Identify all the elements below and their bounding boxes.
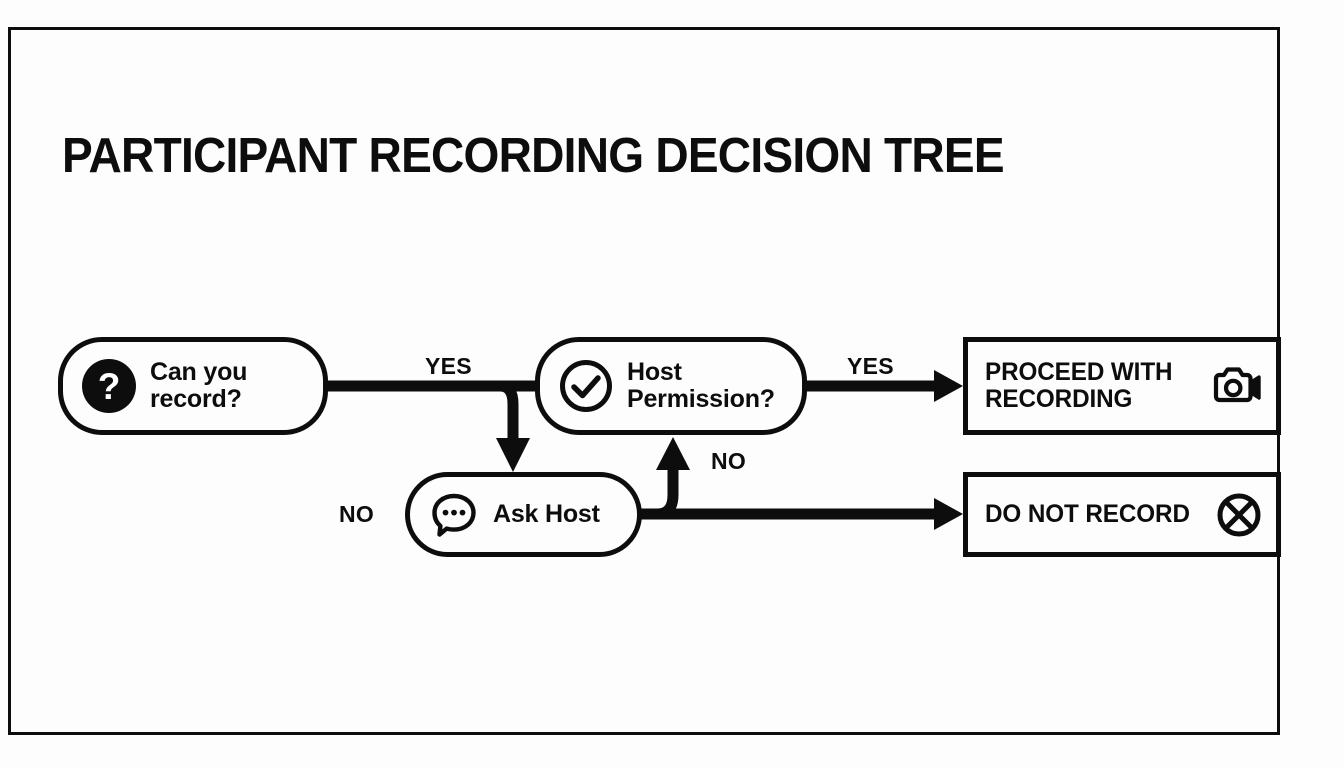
node-label-line1: Ask Host bbox=[493, 500, 600, 528]
node-label-line1: DO NOT RECORD bbox=[985, 500, 1190, 528]
node-label-line1: PROCEED WITH bbox=[985, 358, 1173, 386]
page-title: PARTICIPANT RECORDING DECISION TREE bbox=[62, 129, 1005, 183]
video-camera-icon bbox=[1212, 365, 1262, 407]
edge-label-yes-2: YES bbox=[847, 353, 894, 379]
node-host-permission[interactable]: Host Permission? bbox=[535, 337, 807, 435]
node-label: Ask Host bbox=[493, 501, 600, 528]
node-label-line2: record? bbox=[150, 385, 242, 413]
edge-label-no-2: NO bbox=[711, 448, 747, 474]
svg-text:?: ? bbox=[98, 366, 121, 407]
node-label: Can you record? bbox=[150, 359, 247, 413]
edge-ask-host-to-do-not-record bbox=[640, 498, 963, 530]
check-circle-icon bbox=[558, 358, 614, 414]
node-label: DO NOT RECORD bbox=[985, 501, 1190, 528]
node-label: PROCEED WITH RECORDING bbox=[985, 358, 1173, 413]
node-do-not-record[interactable]: DO NOT RECORD bbox=[963, 472, 1281, 557]
node-label-line1: Host bbox=[627, 358, 682, 386]
node-label-line2: RECORDING bbox=[985, 385, 1133, 413]
question-mark-circle-icon: ? bbox=[81, 358, 137, 414]
edge-no-can-record-to-ask-host bbox=[470, 380, 530, 472]
circle-x-icon bbox=[1216, 492, 1262, 538]
node-ask-host[interactable]: Ask Host bbox=[405, 472, 642, 557]
edge-label-yes-1: YES bbox=[425, 353, 472, 379]
node-proceed-with-recording[interactable]: PROCEED WITH RECORDING bbox=[963, 337, 1281, 435]
edge-no-ask-host-to-host-permission bbox=[640, 437, 690, 520]
node-can-you-record[interactable]: ? Can you record? bbox=[58, 337, 328, 435]
edge-label-no-1: NO bbox=[339, 501, 375, 527]
node-label-line2: Permission? bbox=[627, 385, 775, 413]
node-label: Host Permission? bbox=[627, 359, 775, 413]
node-label-line1: Can you bbox=[150, 358, 248, 386]
speech-bubble-icon bbox=[428, 489, 480, 541]
edge-yes-host-permission-to-proceed bbox=[805, 370, 963, 402]
